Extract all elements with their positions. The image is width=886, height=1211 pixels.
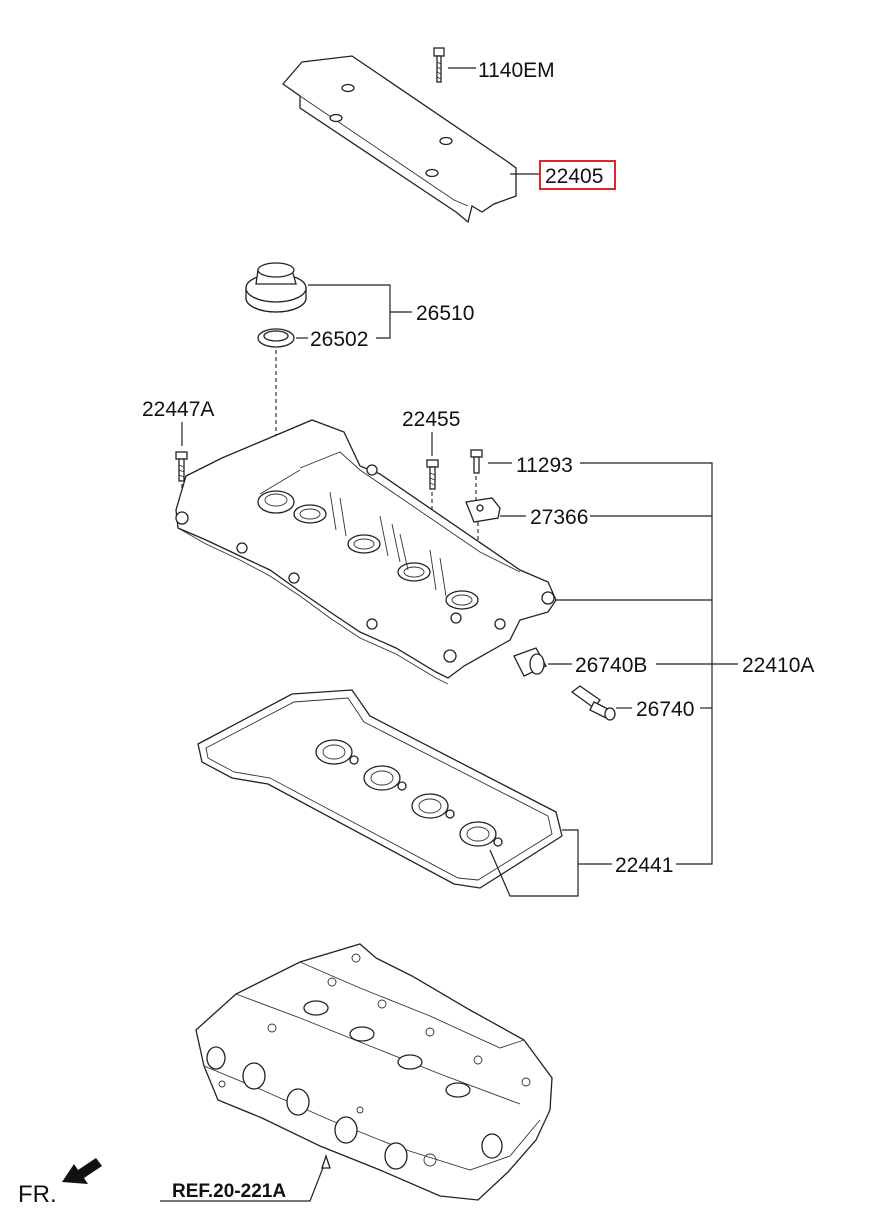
label-22455: 22455	[402, 408, 460, 431]
label-11293: 11293	[516, 454, 573, 477]
label-22447A: 22447A	[142, 398, 214, 421]
bolt-11293[interactable]	[470, 449, 483, 474]
cylinder-head[interactable]	[195, 943, 553, 1201]
label-1140EM: 1140EM	[478, 59, 555, 82]
label-fr: FR.	[18, 1181, 57, 1208]
label-26740B: 26740B	[575, 654, 647, 677]
bolt-1140EM[interactable]	[433, 47, 445, 83]
label-26510: 26510	[416, 302, 474, 325]
bolt-22447A[interactable]	[175, 451, 188, 482]
spark-plug-wells	[293, 504, 479, 610]
cylinder-head-cover[interactable]	[175, 419, 557, 685]
label-22410A: 22410A	[742, 654, 814, 677]
bushing-26740B[interactable]	[513, 647, 547, 677]
highlight-box-22405	[539, 160, 616, 190]
label-26502: 26502	[310, 328, 368, 351]
oil-filler-cap[interactable]	[245, 262, 307, 313]
bolt-22455[interactable]	[426, 459, 439, 490]
label-ref[interactable]: REF.20-221A	[172, 1181, 286, 1202]
label-27366: 27366	[530, 506, 588, 529]
label-22441: 22441	[615, 854, 673, 877]
label-22405[interactable]: 22405	[545, 165, 603, 188]
pcv-valve-26740[interactable]	[570, 685, 616, 721]
engine-cover-plate[interactable]	[282, 55, 517, 224]
filler-cap-gasket[interactable]	[257, 328, 295, 348]
front-arrow-icon	[62, 1158, 102, 1184]
bracket-27366[interactable]	[465, 497, 501, 523]
cover-gasket-22441[interactable]	[197, 689, 563, 889]
label-26740: 26740	[636, 698, 694, 721]
